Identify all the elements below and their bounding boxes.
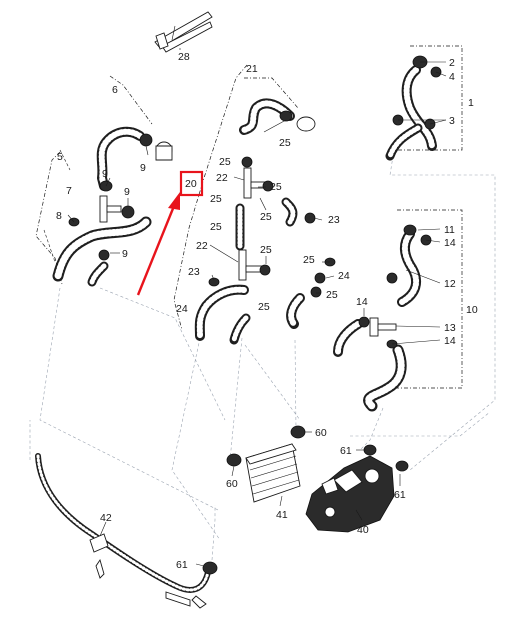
callout-9: 9 bbox=[140, 162, 146, 174]
callout-14: 14 bbox=[444, 335, 456, 347]
callout-28: 28 bbox=[178, 51, 190, 63]
highlight-box bbox=[179, 170, 204, 197]
callout-21: 21 bbox=[246, 63, 258, 75]
callout-60: 60 bbox=[315, 427, 327, 439]
callout-10: 10 bbox=[466, 304, 478, 316]
callout-23: 23 bbox=[188, 266, 200, 278]
highlight-arrowhead bbox=[168, 192, 180, 210]
callout-25: 25 bbox=[258, 301, 270, 313]
callout-41: 41 bbox=[276, 509, 288, 521]
callout-25: 25 bbox=[210, 193, 222, 205]
callout-14: 14 bbox=[356, 296, 368, 308]
hose-group-1 bbox=[385, 55, 442, 161]
part-40-housing bbox=[305, 444, 409, 533]
hose-group-10 bbox=[333, 224, 432, 412]
callout-25: 25 bbox=[260, 244, 272, 256]
callout-8: 8 bbox=[56, 210, 62, 222]
callout-9: 9 bbox=[122, 248, 128, 260]
assembly-connector-lines bbox=[29, 149, 496, 561]
callout-1: 1 bbox=[468, 97, 474, 109]
callout-24: 24 bbox=[338, 270, 350, 282]
callout-25: 25 bbox=[326, 289, 338, 301]
callout-23: 23 bbox=[328, 214, 340, 226]
callout-24: 24 bbox=[176, 303, 188, 315]
part-41-oil-cooler bbox=[226, 425, 306, 503]
callout-25: 25 bbox=[279, 137, 291, 149]
highlight-annotation bbox=[136, 170, 204, 296]
callout-4: 4 bbox=[449, 71, 455, 83]
hose-group-20 bbox=[194, 98, 336, 345]
callout-25: 25 bbox=[270, 181, 282, 193]
callout-25: 25 bbox=[260, 211, 272, 223]
part-28-bracket bbox=[154, 11, 213, 53]
callout-14: 14 bbox=[444, 237, 456, 249]
callout-61: 61 bbox=[176, 559, 188, 571]
callout-61: 61 bbox=[394, 489, 406, 501]
callout-9: 9 bbox=[102, 168, 108, 180]
leader-lines bbox=[67, 48, 447, 567]
callout-13: 13 bbox=[444, 322, 456, 334]
callout-6: 6 bbox=[112, 84, 118, 96]
callout-2: 2 bbox=[449, 57, 455, 69]
callout-61: 61 bbox=[340, 445, 352, 457]
callout-25: 25 bbox=[210, 221, 222, 233]
callout-3: 3 bbox=[449, 115, 455, 127]
callout-5: 5 bbox=[57, 151, 63, 163]
callout-9: 9 bbox=[124, 186, 130, 198]
callout-labels: 28 6 5 9 9 7 9 8 9 21 25 20 25 22 25 25 … bbox=[56, 51, 478, 571]
callout-11: 11 bbox=[444, 224, 455, 236]
callout-20: 20 bbox=[185, 178, 197, 190]
callout-25: 25 bbox=[303, 254, 315, 266]
hose-group-5 bbox=[52, 126, 173, 287]
callout-12: 12 bbox=[444, 278, 456, 290]
callout-60: 60 bbox=[226, 478, 238, 490]
callout-7: 7 bbox=[66, 185, 72, 197]
part-42-coolant-pipe bbox=[35, 453, 218, 609]
highlight-arrow bbox=[136, 205, 176, 296]
callout-22: 22 bbox=[196, 240, 208, 252]
callout-25: 25 bbox=[219, 156, 231, 168]
callout-40: 40 bbox=[357, 524, 369, 536]
callout-42: 42 bbox=[100, 512, 112, 524]
callout-22: 22 bbox=[216, 172, 228, 184]
